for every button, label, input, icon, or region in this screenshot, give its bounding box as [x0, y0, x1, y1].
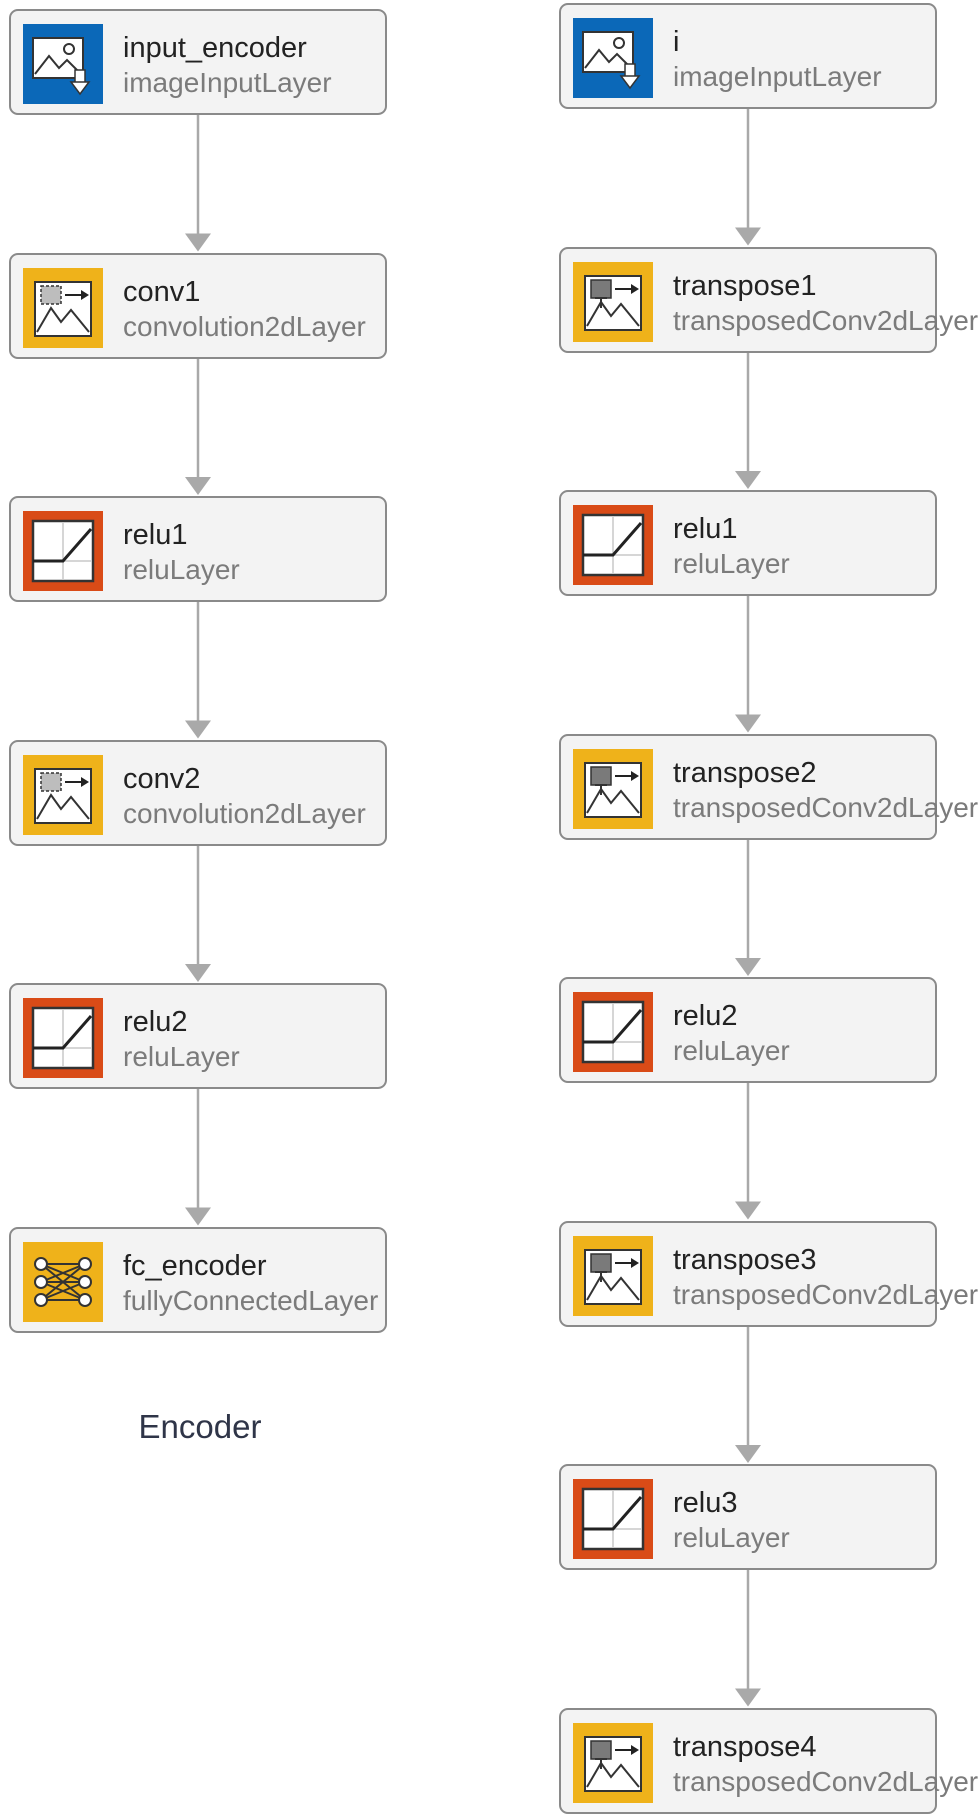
layer-name: i — [673, 26, 680, 58]
transposed-convolution-icon — [573, 1235, 653, 1316]
layer-type: reluLayer — [123, 554, 240, 585]
decoder-edge-arrowhead — [735, 1201, 761, 1220]
layer-type: reluLayer — [673, 1522, 790, 1553]
layer-name: relu3 — [673, 1487, 738, 1519]
relu-icon — [23, 511, 103, 591]
layer-type: reluLayer — [673, 1035, 790, 1066]
decoder-edge-arrowhead — [735, 1688, 761, 1707]
layer-name: input_encoder — [123, 32, 307, 64]
layer-name: relu1 — [673, 513, 738, 545]
layer-name: fc_encoder — [123, 1249, 267, 1282]
decoder-edge-arrowhead — [735, 471, 761, 489]
image-input-icon — [573, 18, 653, 98]
transposed-convolution-icon — [573, 261, 653, 342]
decoder-edge-arrowhead — [735, 958, 761, 976]
image-input-icon — [23, 24, 103, 104]
layer-name: transpose3 — [673, 1243, 817, 1276]
transposed-convolution-icon — [573, 748, 653, 829]
layer-type: transposedConv2dLayer — [673, 791, 978, 823]
relu-icon — [573, 1479, 653, 1559]
fully-connected-icon — [23, 1241, 103, 1322]
relu-icon — [23, 998, 103, 1078]
layer-name: relu2 — [123, 1006, 188, 1038]
layer-type: reluLayer — [673, 548, 790, 579]
encoder-edge-arrowhead — [185, 720, 211, 739]
decoder-edge-arrowhead — [735, 1445, 761, 1463]
connection-layer — [185, 109, 761, 1707]
layer-type: fullyConnectedLayer — [123, 1284, 379, 1316]
layer-type: convolution2dLayer — [123, 797, 366, 829]
layer-name: transpose2 — [673, 756, 817, 789]
relu-icon — [573, 505, 653, 585]
encoder-edge-arrowhead — [185, 233, 211, 252]
decoder-edge-arrowhead — [735, 714, 761, 733]
encoder-edge-arrowhead — [185, 1207, 211, 1226]
layer-type: convolution2dLayer — [123, 310, 366, 342]
layer-type: imageInputLayer — [673, 61, 882, 92]
encoder-edge-arrowhead — [185, 964, 211, 982]
relu-icon — [573, 992, 653, 1072]
layer-type: imageInputLayer — [123, 67, 332, 98]
encoder-edge-arrowhead — [185, 477, 211, 495]
decoder-edge-arrowhead — [735, 227, 761, 246]
layer-name: relu2 — [673, 1000, 738, 1032]
layer-type: transposedConv2dLayer — [673, 1278, 978, 1310]
layer-name: transpose4 — [673, 1730, 817, 1763]
layer-name: relu1 — [123, 519, 188, 551]
transposed-convolution-icon — [573, 1722, 653, 1803]
convolution-icon — [23, 267, 103, 348]
layer-type: transposedConv2dLayer — [673, 1765, 978, 1797]
layer-type: transposedConv2dLayer — [673, 304, 978, 336]
layer-name: transpose1 — [673, 269, 817, 302]
layer-type: reluLayer — [123, 1041, 240, 1072]
layer-name: conv1 — [123, 275, 201, 308]
layer-name: conv2 — [123, 762, 201, 795]
encoder-caption: Encoder — [138, 1408, 262, 1445]
convolution-icon — [23, 754, 103, 835]
